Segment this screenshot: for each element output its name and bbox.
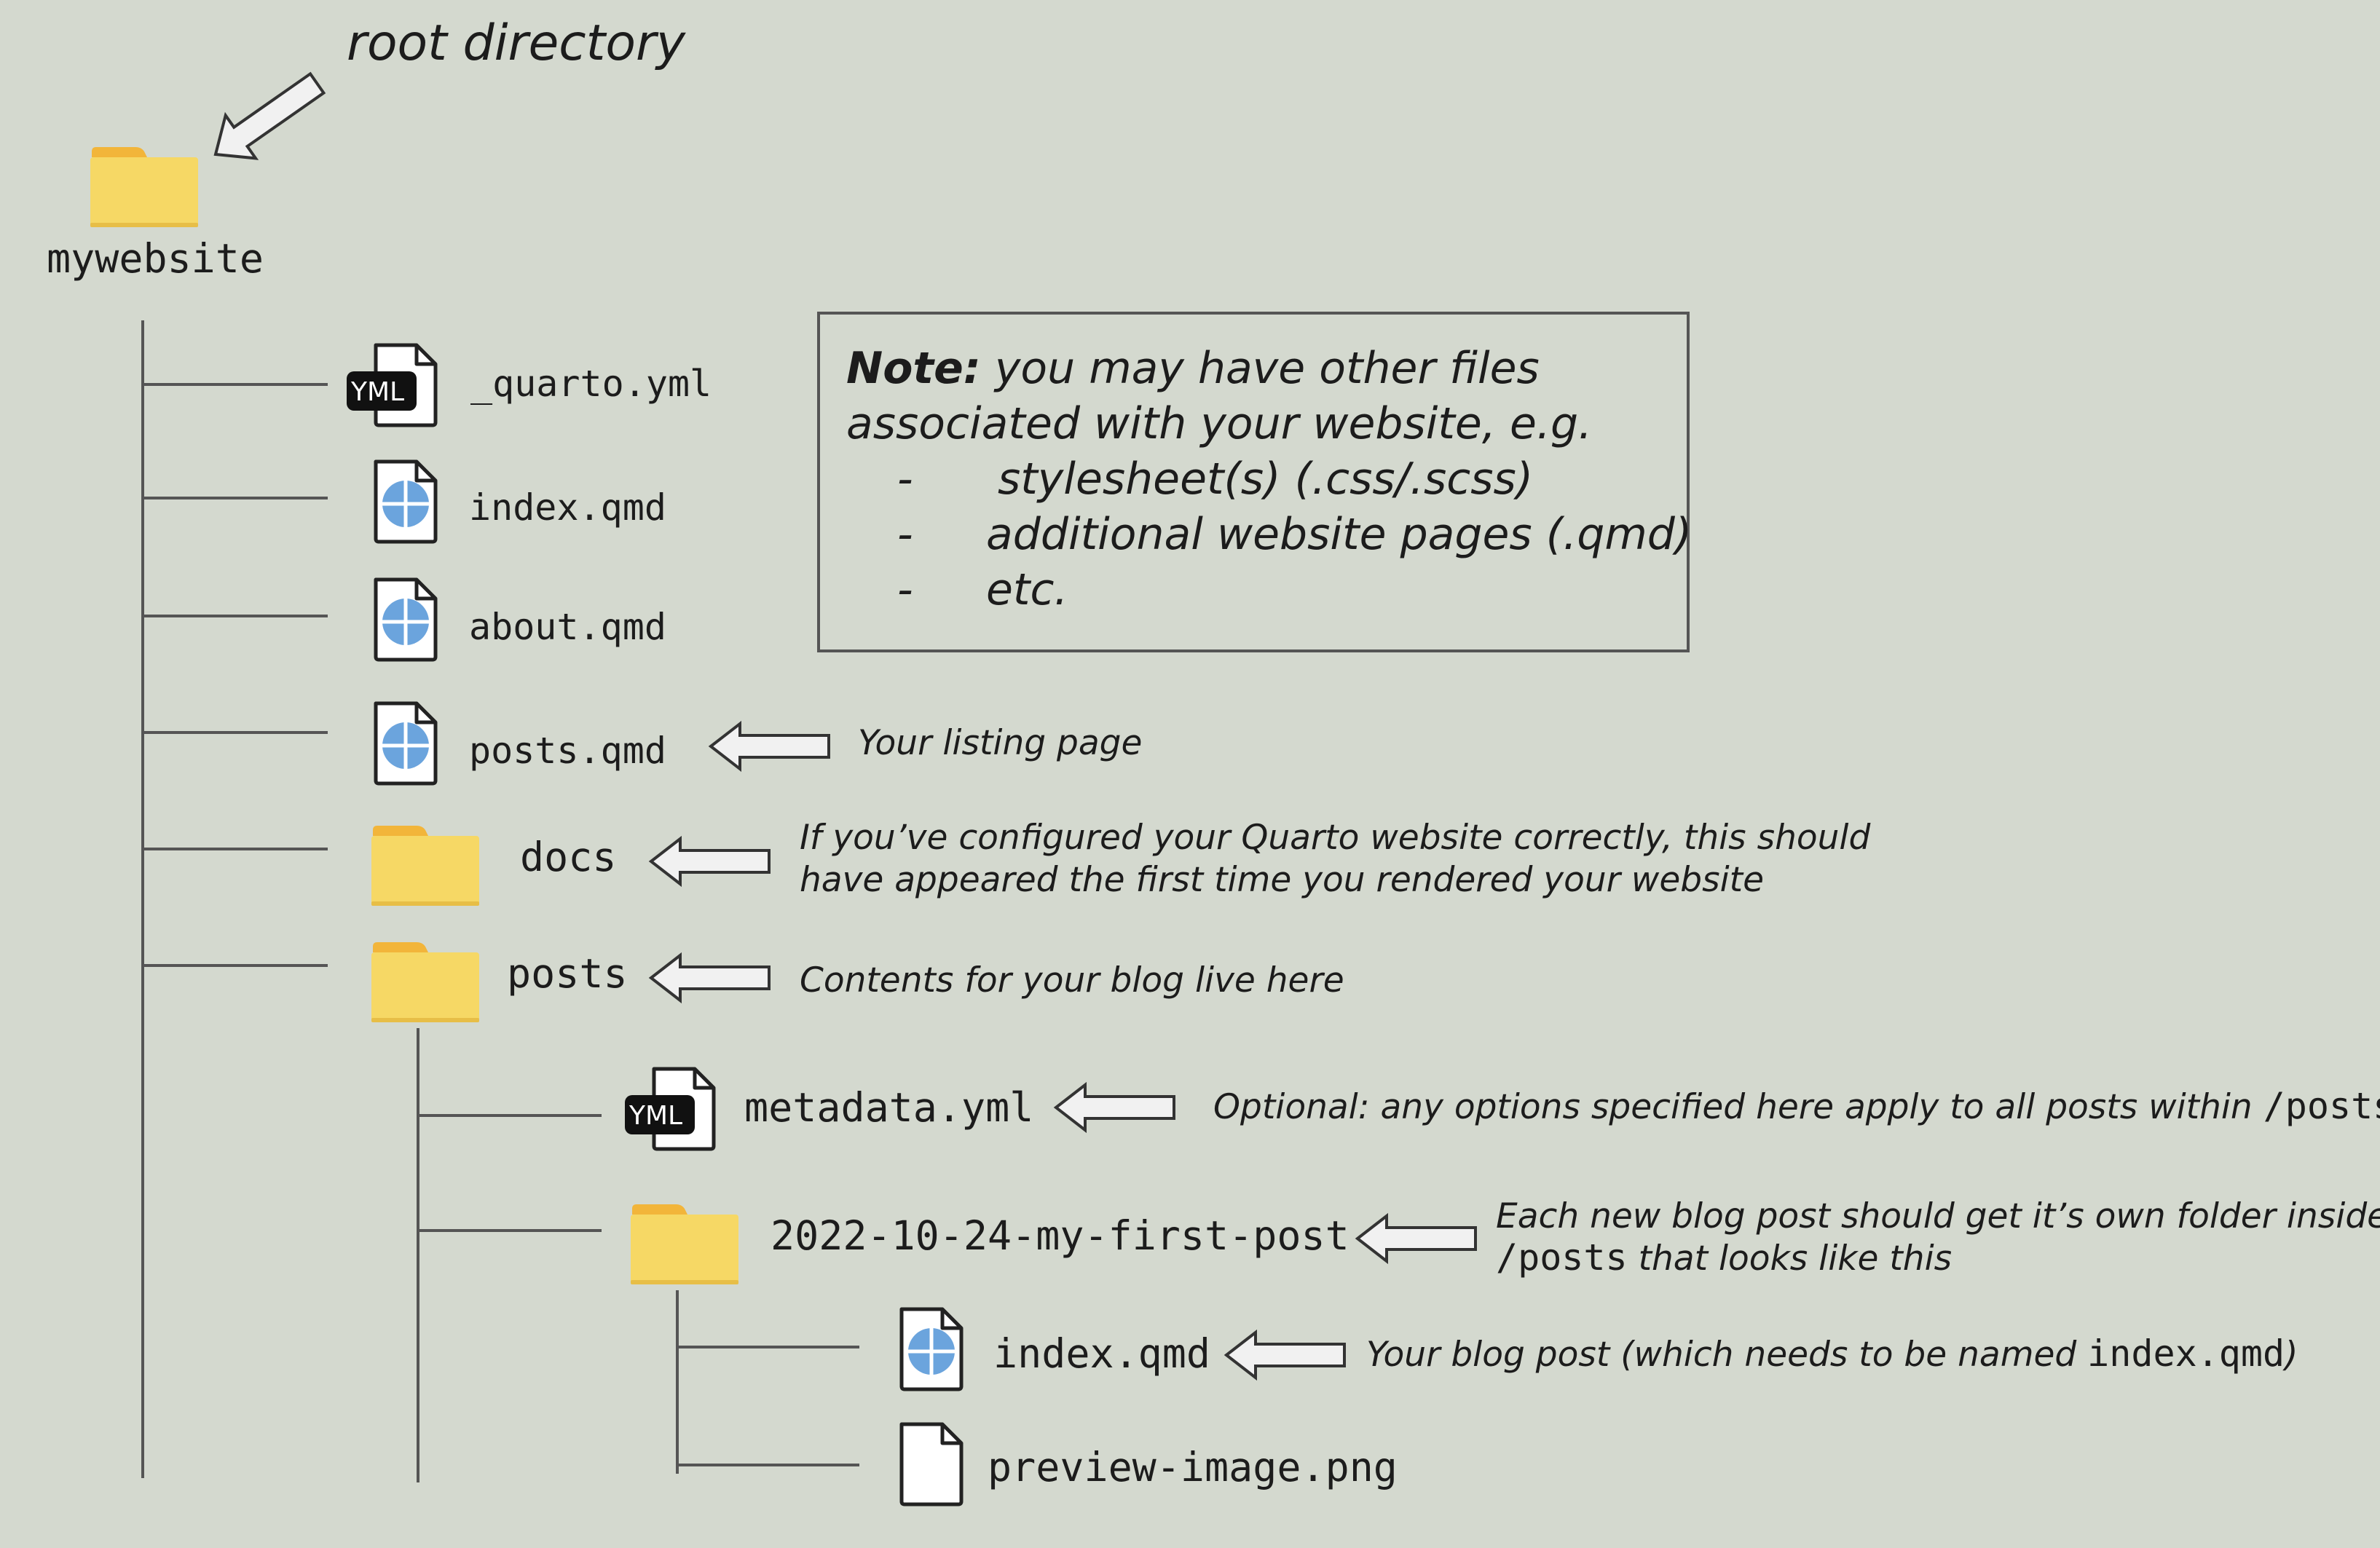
- left-arrow-icon: [1225, 1331, 1346, 1379]
- qmd-file-icon: [376, 580, 436, 660]
- annotation-metadata: Optional: any options specified here app…: [1213, 1085, 2380, 1127]
- file-index-qmd[interactable]: index.qmd: [376, 462, 666, 542]
- qmd-file-icon: [376, 462, 436, 542]
- yml-badge: YML: [629, 1101, 682, 1131]
- file-label-metadata-yml: metadata.yml: [744, 1084, 1033, 1131]
- yml-file-icon: YML: [625, 1069, 714, 1149]
- left-arrow-icon: [650, 954, 771, 1002]
- note-bullet-dash: -: [897, 454, 913, 505]
- file-label-preview-image: preview-image.png: [988, 1444, 1398, 1490]
- file-metadata-yml[interactable]: YML metadata.yml: [625, 1069, 1033, 1149]
- file-label-about-qmd: about.qmd: [469, 606, 666, 648]
- left-arrow-icon: [650, 837, 771, 885]
- annotation-docs-line1: If you’ve configured your Quarto website…: [800, 818, 1871, 858]
- yml-badge: YML: [350, 377, 404, 407]
- file-icon: [902, 1424, 961, 1504]
- left-arrow-icon: [1356, 1215, 1477, 1263]
- left-arrow-icon: [1055, 1083, 1175, 1132]
- note-bullet-1: stylesheet(s) (.css/.scss): [998, 454, 1533, 505]
- folder-label-docs: docs: [520, 834, 616, 880]
- left-arrow-icon: [709, 722, 830, 770]
- qmd-file-icon: [376, 703, 436, 783]
- note-bullet-3: etc.: [986, 564, 1068, 615]
- file-label-index-qmd: index.qmd: [469, 486, 666, 529]
- note-line2: associated with your website, e.g.: [846, 398, 1592, 449]
- annotation-first-post-line1: Each new blog post should get it’s own f…: [1496, 1196, 2380, 1236]
- folder-label-posts: posts: [507, 950, 628, 997]
- note-bullet-dash: -: [897, 509, 913, 560]
- folder-icon: [90, 147, 198, 227]
- note-bullet-2: additional website pages (.qmd): [986, 509, 1692, 560]
- annotation-docs-line2: have appeared the first time you rendere…: [800, 860, 1764, 900]
- note-box: Note: you may have other files associate…: [817, 312, 1692, 652]
- folder-first-post[interactable]: 2022-10-24-my-first-post: [631, 1204, 1349, 1284]
- note-bullet-dash: -: [897, 564, 913, 615]
- file-preview-image[interactable]: preview-image.png: [902, 1424, 1398, 1504]
- file-label-quarto-yml: _quarto.yml: [470, 363, 712, 405]
- folder-docs[interactable]: docs: [371, 826, 616, 906]
- file-about-qmd[interactable]: about.qmd: [376, 580, 666, 660]
- qmd-file-icon: [902, 1309, 961, 1389]
- annotation-posts-folder: Contents for your blog live here: [800, 960, 1344, 1000]
- folder-posts[interactable]: posts: [371, 942, 628, 1022]
- file-quarto-yml[interactable]: YML _quarto.yml: [347, 345, 712, 425]
- mywebsite-folder[interactable]: mywebsite: [47, 147, 264, 282]
- note-line1: Note: you may have other files: [846, 343, 1540, 394]
- folder-icon: [371, 942, 479, 1022]
- yml-file-icon: YML: [347, 345, 436, 425]
- file-label-posts-qmd: posts.qmd: [469, 730, 666, 772]
- root-pointer-arrow: [213, 71, 326, 160]
- folder-icon: [371, 826, 479, 906]
- annotation-post-index: Your blog post (which needs to be named …: [1366, 1332, 2298, 1375]
- tree-connectors: [141, 320, 859, 1482]
- folder-label-mywebsite: mywebsite: [47, 235, 264, 282]
- file-label-post-index-qmd: index.qmd: [993, 1330, 1210, 1377]
- annotation-listing-page: Your listing page: [858, 723, 1142, 763]
- folder-label-first-post: 2022-10-24-my-first-post: [771, 1212, 1349, 1259]
- file-posts-qmd[interactable]: posts.qmd: [376, 703, 666, 783]
- annotation-first-post-line2: /posts that looks like this: [1496, 1236, 1952, 1279]
- folder-icon: [631, 1204, 738, 1284]
- file-post-index-qmd[interactable]: index.qmd: [902, 1309, 1210, 1389]
- root-directory-label: root directory: [347, 15, 686, 72]
